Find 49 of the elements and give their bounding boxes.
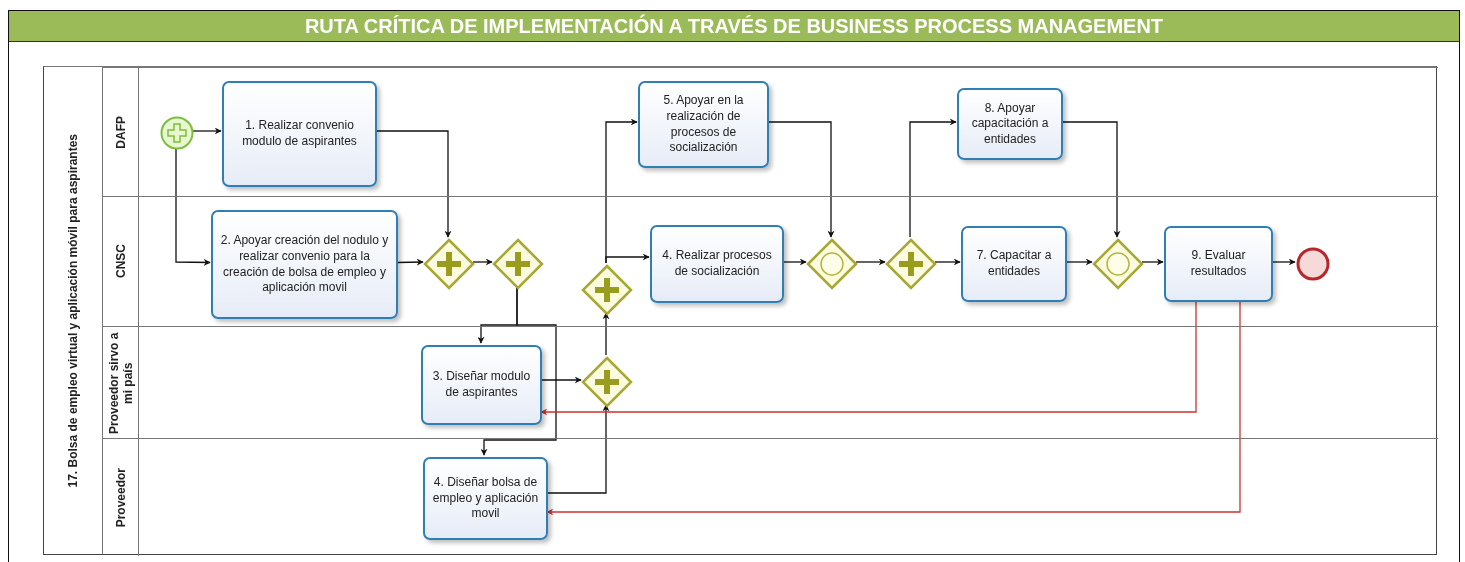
task-box: 1. Realizar convenio modulo de aspirantes <box>222 81 377 187</box>
pool-label: 17. Bolsa de empleo virtual y aplicación móvil para aspirantes <box>66 133 80 488</box>
flow-arrow <box>480 286 557 456</box>
inclusive-gateway <box>807 239 857 289</box>
flow-arrow <box>175 147 211 266</box>
task-box: 8. Apoyar capacitación a entidades <box>957 88 1063 160</box>
flow-arrow <box>909 118 957 238</box>
lane-label: DAFP <box>113 115 128 149</box>
inclusive-gateway <box>1093 239 1143 289</box>
flow-arrow <box>767 121 835 238</box>
parallel-gateway <box>582 265 632 315</box>
flow-arrow <box>855 258 886 266</box>
flow-arrow <box>1141 258 1164 266</box>
lane-label: Proveedor sirvo a mi país <box>106 330 135 435</box>
task-box: 7. Capacitar a entidades <box>961 226 1067 302</box>
task-box: 4. Realizar procesos de socialización <box>650 225 784 303</box>
flow-arrow <box>546 404 610 494</box>
title-banner: RUTA CRÍTICA DE IMPLEMENTACIÓN A TRAVÉS DE BUSINESS PROCESS MANAGEMENT <box>9 11 1459 42</box>
parallel-gateway <box>424 239 474 289</box>
start-event <box>160 116 194 150</box>
return-arrow <box>546 299 1241 516</box>
flow-arrow <box>1065 258 1093 266</box>
swimlane <box>103 67 1438 196</box>
swimlane <box>103 326 1438 438</box>
lane-label: CNSC <box>113 244 128 279</box>
flow-arrow <box>192 127 222 135</box>
task-box: 5. Apoyar en la realización de procesos de socialización <box>638 81 769 168</box>
parallel-gateway <box>886 239 936 289</box>
flow-arrow <box>782 258 807 266</box>
flow-arrow <box>602 312 610 356</box>
flow-arrow <box>605 253 650 264</box>
flow-arrow <box>1061 121 1121 238</box>
return-arrow <box>540 299 1197 416</box>
swimlane <box>103 438 1438 556</box>
flow-arrow <box>934 258 961 266</box>
task-box: 3. Diseñar modulo de aspirantes <box>421 345 542 425</box>
flow-arrow <box>375 130 452 238</box>
end-event <box>1296 247 1330 281</box>
flow-arrow <box>540 376 582 384</box>
flow-arrow <box>472 258 493 266</box>
parallel-gateway <box>493 239 543 289</box>
lane-label: Proveedor <box>113 467 128 528</box>
parallel-gateway <box>582 357 632 407</box>
flow-arrow <box>1271 258 1296 266</box>
task-box: 4. Diseñar bolsa de empleo y aplicación movil <box>423 457 548 540</box>
task-box: 2. Apoyar creación del nodulo y realizar convenio para la creación de bolsa de empleo y aplicación movil <box>211 210 398 319</box>
swimlane <box>103 196 1438 326</box>
task-box: 9. Evaluar resultados <box>1164 226 1273 302</box>
flow-arrow <box>396 258 424 266</box>
